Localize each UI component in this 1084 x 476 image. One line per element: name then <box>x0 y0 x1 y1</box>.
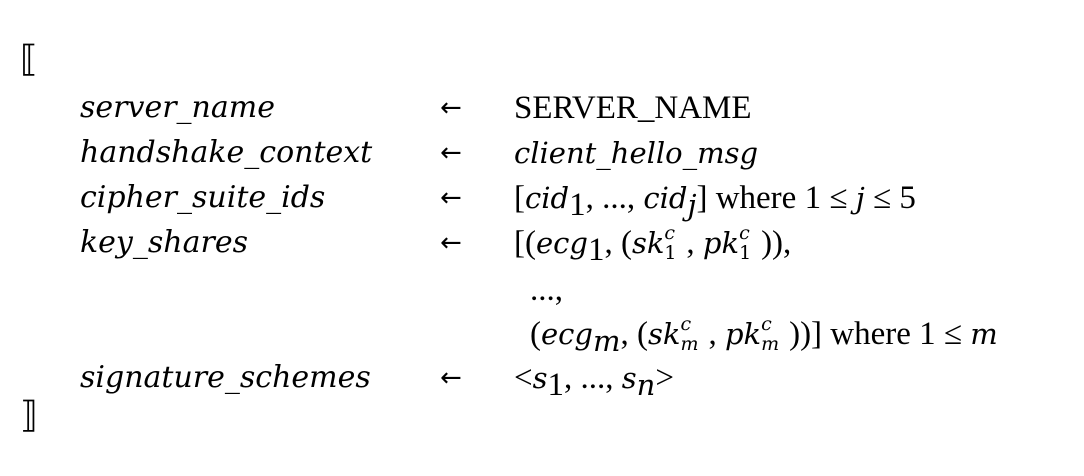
ellipsis: ..., <box>530 272 563 308</box>
assign-arrow: ← <box>440 93 462 123</box>
field-name: key_shares <box>80 225 248 260</box>
field-value: SERVER_NAME <box>514 90 752 126</box>
field-value: [cid1, ..., cidj] where 1 ≤ j ≤ 5 <box>514 180 916 223</box>
close-bracket: ⟧ <box>20 395 38 436</box>
field-name: handshake_context <box>80 135 373 170</box>
assign-arrow: ← <box>440 228 462 258</box>
assign-arrow: ← <box>440 363 462 393</box>
field-name: cipher_suite_ids <box>80 180 326 215</box>
field-value: client_hello_msg <box>514 136 759 170</box>
field-name: signature_schemes <box>80 360 371 395</box>
assign-arrow: ← <box>440 183 462 213</box>
field-value: <s1, ..., sn> <box>514 360 674 403</box>
open-bracket: ⟦ <box>20 39 38 80</box>
field-name: server_name <box>80 90 275 125</box>
assign-arrow: ← <box>440 138 462 168</box>
